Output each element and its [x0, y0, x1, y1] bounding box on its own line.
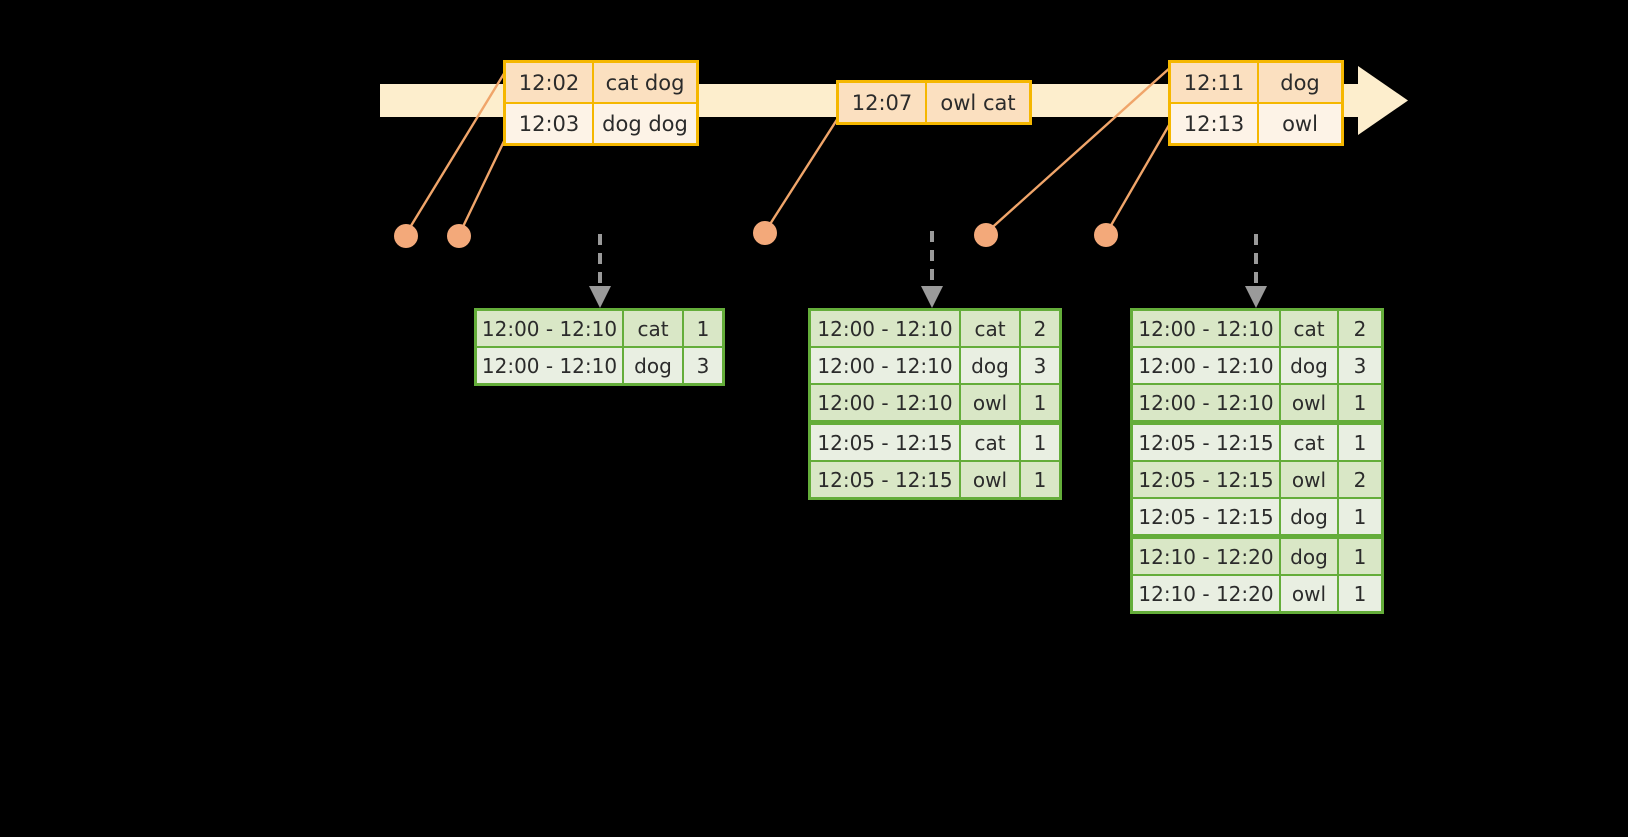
cell-count: 2	[1021, 311, 1059, 346]
emit-arrow-2	[921, 231, 943, 308]
cell-count: 1	[1021, 425, 1059, 460]
cell-window: 12:00 - 12:10	[477, 348, 622, 383]
emit-arrow-1	[589, 234, 611, 308]
cell-count: 1	[1339, 425, 1381, 460]
cell-window: 12:00 - 12:10	[811, 385, 959, 420]
event-row[interactable]: 12:02 cat dog	[506, 63, 696, 102]
cell-word: owl	[1281, 576, 1337, 611]
emit-arrows	[589, 231, 1267, 308]
cell-word: dog	[1281, 348, 1337, 383]
cell-count: 3	[1339, 348, 1381, 383]
event-words: dog	[1280, 70, 1320, 95]
cell-word: cat	[1281, 425, 1337, 460]
cell-count: 1	[1339, 385, 1381, 420]
cell-window: 12:00 - 12:10	[1133, 385, 1279, 420]
event-row[interactable]: 12:03 dog dog	[506, 102, 696, 143]
event-time: 12:07	[839, 83, 927, 122]
cell-window: 12:05 - 12:15	[1133, 425, 1279, 460]
cell-word: dog	[1281, 539, 1337, 574]
connector-dot-2	[447, 224, 471, 248]
event-group-2[interactable]: 12:07 owl cat	[836, 80, 1032, 125]
cell-word: owl	[1281, 462, 1337, 497]
cell-count: 2	[1339, 311, 1381, 346]
event-words: owl cat	[940, 90, 1016, 115]
cell-window: 12:10 - 12:20	[1133, 539, 1279, 574]
cell-word: owl	[1281, 385, 1337, 420]
connector-dot-4	[974, 223, 998, 247]
cell-count: 1	[1339, 576, 1381, 611]
cell-count: 3	[1021, 348, 1059, 383]
cell-window: 12:00 - 12:10	[1133, 348, 1279, 383]
event-row[interactable]: 12:11 dog	[1171, 63, 1341, 102]
cell-word: dog	[961, 348, 1019, 383]
event-group-1[interactable]: 12:02 cat dog 12:03 dog dog	[503, 60, 699, 146]
cell-window: 12:05 - 12:15	[811, 425, 959, 460]
cell-word: dog	[1281, 499, 1337, 534]
cell-word: cat	[961, 311, 1019, 346]
event-time: 12:02	[506, 63, 594, 102]
emit-arrow-3	[1245, 234, 1267, 308]
event-words: cat dog	[605, 70, 685, 95]
cell-count: 1	[1339, 499, 1381, 534]
cell-word: dog	[624, 348, 682, 383]
connector-dot-3	[753, 221, 777, 245]
cell-window: 12:00 - 12:10	[811, 311, 959, 346]
event-row[interactable]: 12:13 owl	[1171, 102, 1341, 143]
event-time: 12:03	[506, 104, 594, 143]
cell-window: 12:10 - 12:20	[1133, 576, 1279, 611]
cell-count: 1	[1021, 462, 1059, 497]
event-words: dog dog	[602, 111, 688, 136]
event-time: 12:13	[1171, 104, 1259, 143]
connector-dot-5	[1094, 223, 1118, 247]
cell-count: 1	[684, 311, 722, 346]
cell-window: 12:05 - 12:15	[811, 462, 959, 497]
cell-word: cat	[961, 425, 1019, 460]
cell-count: 2	[1339, 462, 1381, 497]
connector-dots	[394, 221, 1118, 248]
cell-word: owl	[961, 462, 1019, 497]
cell-window: 12:05 - 12:15	[1133, 462, 1279, 497]
cell-count: 3	[684, 348, 722, 383]
cell-window: 12:00 - 12:10	[811, 348, 959, 383]
cell-word: cat	[624, 311, 682, 346]
cell-word: owl	[961, 385, 1019, 420]
event-time: 12:11	[1171, 63, 1259, 102]
cell-window: 12:00 - 12:10	[1133, 311, 1279, 346]
connector-dot-1	[394, 224, 418, 248]
event-words: owl	[1282, 111, 1318, 136]
event-row[interactable]: 12:07 owl cat	[839, 83, 1029, 122]
event-group-3[interactable]: 12:11 dog 12:13 owl	[1168, 60, 1344, 146]
cell-count: 1	[1339, 539, 1381, 574]
cell-window: 12:05 - 12:15	[1133, 499, 1279, 534]
cell-count: 1	[1021, 385, 1059, 420]
cell-window: 12:00 - 12:10	[477, 311, 622, 346]
cell-word: cat	[1281, 311, 1337, 346]
